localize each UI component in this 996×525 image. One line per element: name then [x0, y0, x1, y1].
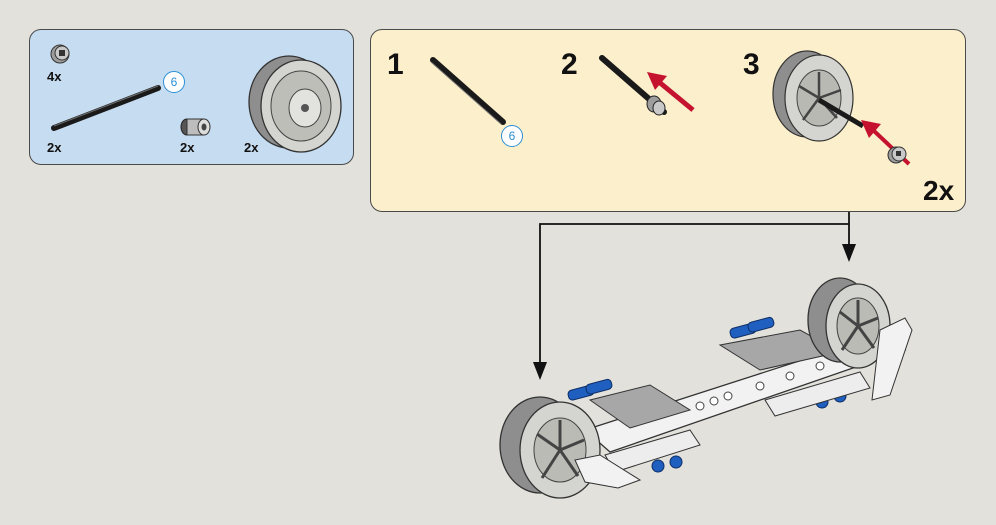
axle-with-bushing-icon: [599, 55, 667, 116]
wheel-on-axle-icon: [772, 50, 865, 142]
right-wheel: [807, 277, 891, 369]
wheel-rim-icon: [248, 55, 342, 153]
sub-assembly-steps-panel: 1 6 2 3 2x: [370, 29, 966, 212]
gray-block: [588, 384, 692, 429]
end-beam: [871, 317, 913, 401]
arrow-head-right: [842, 244, 856, 262]
bushing-icon: [887, 146, 907, 164]
axle-quantity: 2x: [47, 140, 62, 155]
left-wheel: [499, 396, 601, 499]
end-beam: [574, 454, 642, 489]
beam-holes: [695, 361, 825, 411]
bushing-quantity: 4x: [47, 69, 62, 84]
parts-list-panel: 4x 6 2x 2x 2x: [29, 29, 354, 165]
step-3-multiplier: 2x: [923, 175, 955, 206]
insert-arrow-icon: [647, 72, 695, 112]
wheel-rim-quantity: 2x: [244, 140, 259, 155]
axle-length-badge: 6: [163, 71, 185, 93]
connector-quantity: 2x: [180, 140, 195, 155]
axle-icon: [430, 57, 506, 125]
step-1-axle-length-badge: 6: [501, 125, 523, 147]
connector-icon: [180, 118, 211, 136]
step-3-number: 3: [743, 48, 760, 81]
step-2-number: 2: [561, 48, 578, 81]
axle-icon: [51, 85, 161, 131]
side-beam: [764, 371, 871, 417]
step-1-number: 1: [387, 48, 404, 81]
arrow-head-left: [533, 362, 547, 380]
bushing-icon: [50, 44, 70, 64]
